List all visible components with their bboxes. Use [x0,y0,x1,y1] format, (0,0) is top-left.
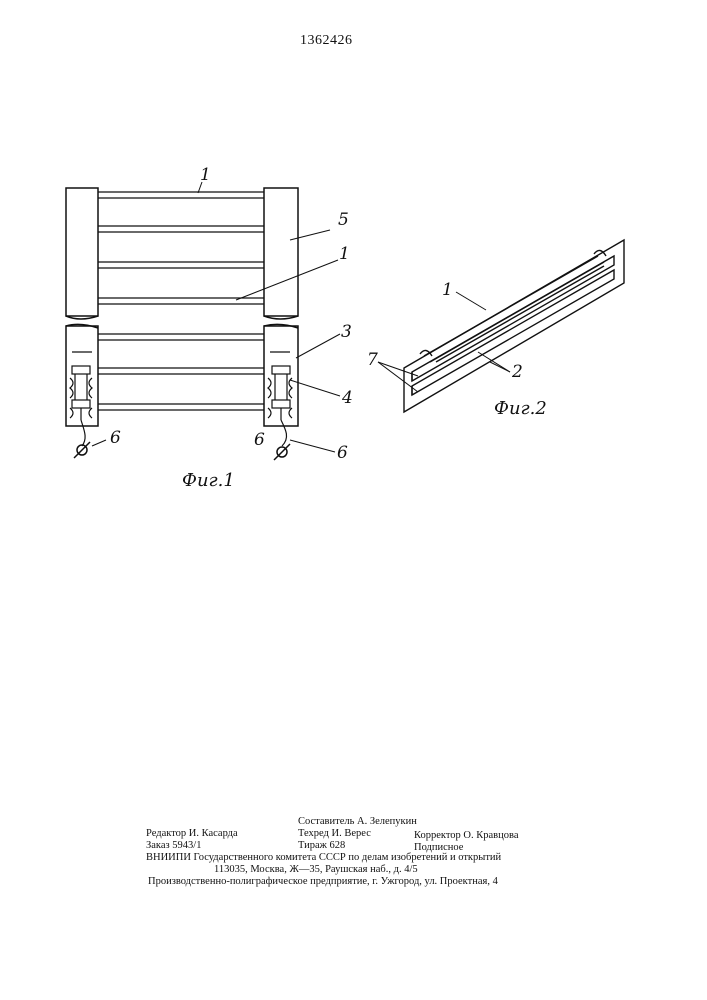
right-wire [281,420,287,446]
left-bracket [66,326,98,426]
imprint-techred: Техред И. Верес [298,828,371,840]
imprint-corrector: Корректор О. Кравцова [414,830,518,842]
fig1-label-rod-mid: 1 [339,244,350,264]
imprint-compiler: Составитель А. Зелепукин [298,816,417,828]
fig1-label-rod-top: 1 [200,165,211,185]
imprint-circulation: Тираж 628 [298,840,345,852]
left-spring-mechanism [70,352,92,420]
left-post [66,188,98,316]
left-wire [81,420,85,446]
technical-drawings [0,0,707,520]
fig2-label-channel: 2 [512,362,523,382]
imprint-org-line1: ВНИИПИ Государственного комитета СССР по… [146,852,501,864]
fig1-caption: Фиг.1 [182,470,235,491]
right-spring-mechanism [268,352,292,420]
imprint-org-line2: 113035, Москва, Ж—35, Раушская наб., д. … [214,864,418,876]
plate [404,240,624,412]
fig1-label-spring: 4 [342,388,353,408]
fig1-label-bracket: 3 [341,322,352,342]
fig1-label-wire-left: 6 [110,428,121,448]
fig2-label-opening: 7 [367,350,378,370]
fig2-label-rod: 1 [442,280,453,300]
fig1-label-frame: 5 [338,210,349,230]
fig2-caption: Фиг.2 [494,398,547,419]
right-post [264,188,298,316]
leader-lines [92,182,340,452]
fig1-label-wire-right-a: 6 [254,430,265,450]
imprint-order: Заказ 5943/1 [146,840,201,852]
fig1-label-wire-right-b: 6 [337,443,348,463]
imprint-printer: Производственно-полиграфическое предприя… [148,876,498,888]
figure-2-drawing [378,240,624,412]
rods [98,192,264,410]
figure-1-drawing [66,182,340,460]
imprint-editor: Редактор И. Касарда [146,828,238,840]
halfpipe-rod [424,256,598,356]
